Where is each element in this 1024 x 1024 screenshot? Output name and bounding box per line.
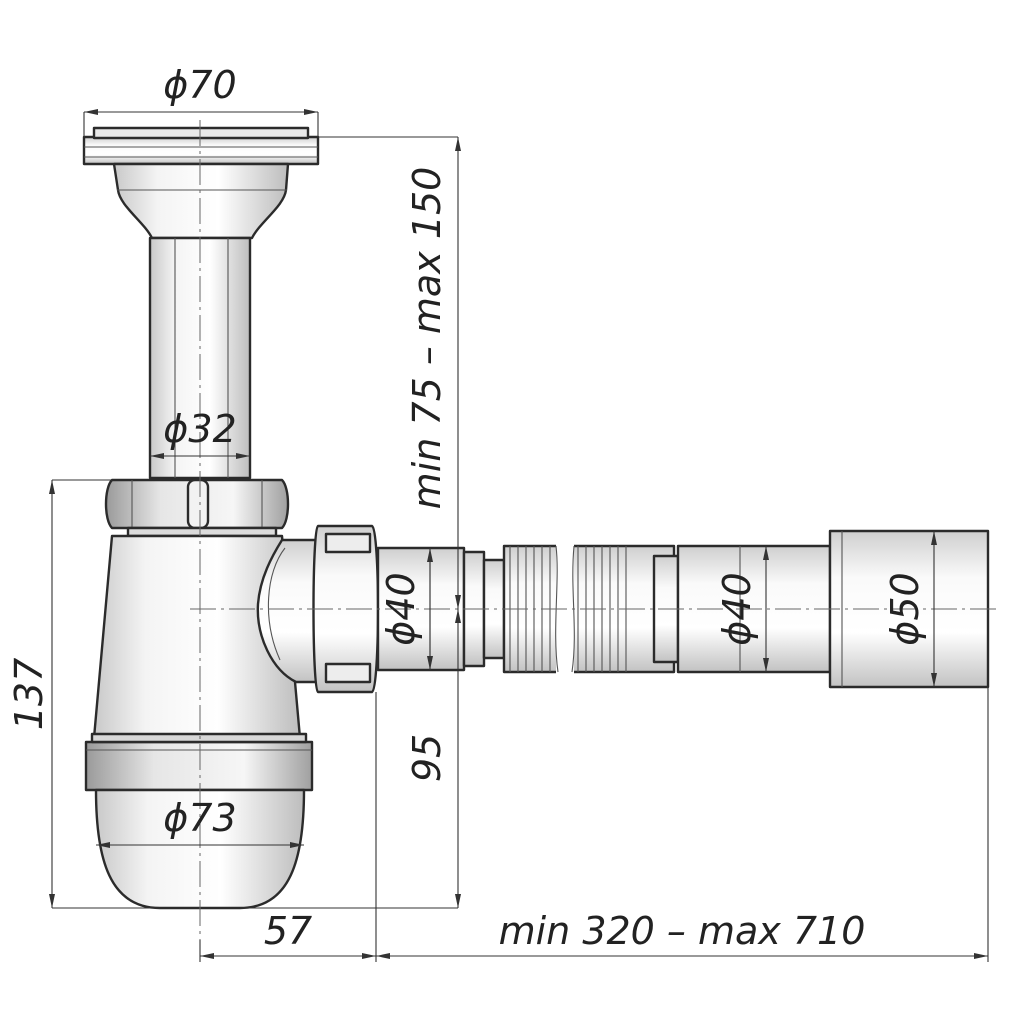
dimension-lines [49,109,989,962]
funnel [112,162,290,240]
outlet-nut [312,524,380,694]
siphon-body [82,126,327,910]
label-vertical-range: min 75 – max 150 [405,167,449,510]
label-offset: 57 [264,909,312,953]
label-bottle-diameter: ϕ73 [163,796,236,840]
label-hose-diameter: ϕ40 [715,572,759,645]
top-grate [82,135,320,166]
label-end-diameter: ϕ50 [883,572,927,645]
label-outlet-diameter: ϕ40 [379,572,423,645]
label-total-height: 137 [7,658,51,731]
center-lines [190,120,1000,960]
label-top-diameter: ϕ70 [163,63,236,107]
label-hose-length-range: min 320 – max 710 [499,909,866,953]
label-outlet-height: 95 [405,734,449,782]
label-tube-diameter: ϕ32 [163,407,236,451]
bottle-ring [84,740,314,792]
dimension-labels: ϕ70 ϕ32 ϕ73 137 min 75 – max 150 95 ϕ40 … [7,63,927,953]
